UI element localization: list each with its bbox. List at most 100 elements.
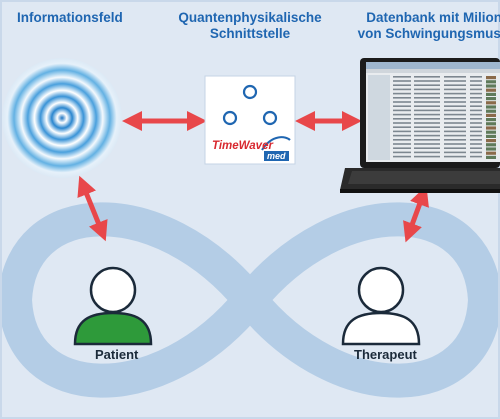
laptop-screen-line: [444, 92, 466, 95]
laptop-screen-line: [393, 76, 411, 78]
timewaver-logo-sub: med: [264, 151, 289, 161]
laptop-screen-line: [414, 92, 440, 95]
laptop-screen-line: [414, 97, 440, 99]
laptop-screen-line: [444, 126, 466, 128]
laptop-screen-line: [470, 84, 482, 86]
laptop-thumbnail: [486, 109, 496, 113]
laptop-screen-line: [414, 122, 440, 124]
laptop-screen-line: [470, 113, 482, 116]
laptop-thumbnail: [486, 118, 496, 122]
laptop-screen-line: [444, 147, 466, 149]
logo-sub: med: [267, 151, 286, 161]
laptop-screen-line: [470, 101, 482, 103]
laptop-screen-line: [470, 80, 482, 82]
info-field-icon: [2, 58, 122, 178]
laptop-screen-line: [393, 126, 411, 128]
laptop-screen-line: [414, 84, 440, 86]
laptop-screen-line: [393, 147, 411, 149]
laptop-screen-line: [393, 134, 411, 137]
laptop-screen-line: [414, 143, 440, 145]
laptop-thumbnail: [486, 84, 496, 88]
laptop-screen-line: [444, 101, 466, 103]
therapist-head: [357, 266, 405, 314]
arrow-field-patient: [77, 175, 108, 242]
laptop-thumbnail: [486, 126, 496, 130]
therapist-body: [341, 311, 421, 346]
interface-label: Quantenphysikalische Schnittstelle: [168, 10, 332, 42]
database-label-line2: von Schwingungsmustern: [357, 26, 500, 41]
laptop-screen-line: [393, 143, 411, 145]
laptop-thumbnail: [486, 92, 496, 96]
interface-box: [204, 75, 296, 165]
laptop-screen-line: [393, 151, 411, 154]
laptop-screen-line: [444, 139, 466, 141]
laptop-screen-line: [444, 76, 466, 78]
laptop-screen-line: [414, 134, 440, 137]
patient-body: [73, 311, 153, 346]
laptop-screen-line: [393, 118, 411, 120]
laptop-thumbnail: [486, 139, 496, 143]
laptop-thumbnail: [486, 151, 496, 155]
laptop-screen-line: [393, 139, 411, 141]
laptop-thumbnail: [486, 80, 496, 84]
laptop-screen-line: [393, 113, 411, 116]
laptop-screen-line: [470, 97, 482, 99]
laptop-screen-line: [414, 88, 440, 91]
laptop-screen-line: [393, 80, 411, 82]
laptop-screen-line: [393, 88, 411, 91]
laptop-screen-line: [470, 151, 482, 154]
laptop-screen-line: [444, 80, 466, 82]
laptop-screen-line: [414, 105, 440, 107]
laptop-screen-line: [444, 105, 466, 107]
laptop-thumbnail: [486, 101, 496, 105]
laptop-screen-line: [470, 147, 482, 149]
laptop-screen-line: [414, 118, 440, 120]
interface-label-line2: Schnittstelle: [209, 26, 291, 41]
laptop-screen-line: [414, 130, 440, 133]
laptop-screen-line: [393, 109, 411, 112]
database-label-line1: Datenbank mit Milionen: [366, 10, 500, 25]
three-circles-icon: [222, 84, 278, 126]
infinity-band: [0, 202, 500, 398]
laptop-screen-line: [414, 101, 440, 103]
laptop-screen-line: [444, 97, 466, 99]
laptop-screen-line: [414, 76, 440, 78]
laptop-screen-line: [444, 88, 466, 91]
laptop-thumbnail: [486, 147, 496, 151]
laptop-screen-line: [444, 122, 466, 124]
laptop-screen-line: [470, 118, 482, 120]
laptop-screen-line: [444, 109, 466, 112]
laptop-screen-line: [470, 143, 482, 145]
patient-figure: [73, 266, 153, 346]
laptop-screen-line: [393, 130, 411, 133]
laptop-screen-line: [414, 126, 440, 128]
logo-name: TimeWaver: [212, 140, 273, 152]
laptop-screen-line: [393, 122, 411, 124]
patient-label: Patient: [95, 347, 139, 362]
laptop-thumbnail: [486, 76, 496, 80]
laptop-screen-line: [444, 134, 466, 137]
laptop-thumbnail: [486, 143, 496, 147]
laptop-screen-line: [444, 84, 466, 86]
laptop-screen-line: [470, 130, 482, 133]
laptop-thumbnail: [486, 113, 496, 117]
laptop-screen-line: [444, 143, 466, 145]
interface-label-line1: Quantenphysikalische: [178, 10, 322, 25]
laptop-screen-line: [414, 80, 440, 82]
laptop-thumbnail: [486, 88, 496, 92]
logo-swoosh: [261, 136, 291, 151]
laptop-thumbnail: [486, 155, 496, 159]
database-label: Datenbank mit Milionen von Schwingungsmu…: [352, 10, 500, 42]
laptop-screen-line: [444, 113, 466, 116]
laptop-thumbnail: [486, 134, 496, 138]
therapist-figure: [341, 266, 421, 346]
laptop-screen-line: [444, 155, 466, 158]
laptop-thumbnail: [486, 130, 496, 134]
laptop-screen-line: [414, 113, 440, 116]
laptop-thumbnail: [486, 105, 496, 109]
info-field-label: Informationsfeld: [17, 10, 123, 25]
laptop-screen-line: [470, 92, 482, 95]
laptop-thumbnail: [486, 97, 496, 101]
laptop-screen-line: [470, 76, 482, 78]
